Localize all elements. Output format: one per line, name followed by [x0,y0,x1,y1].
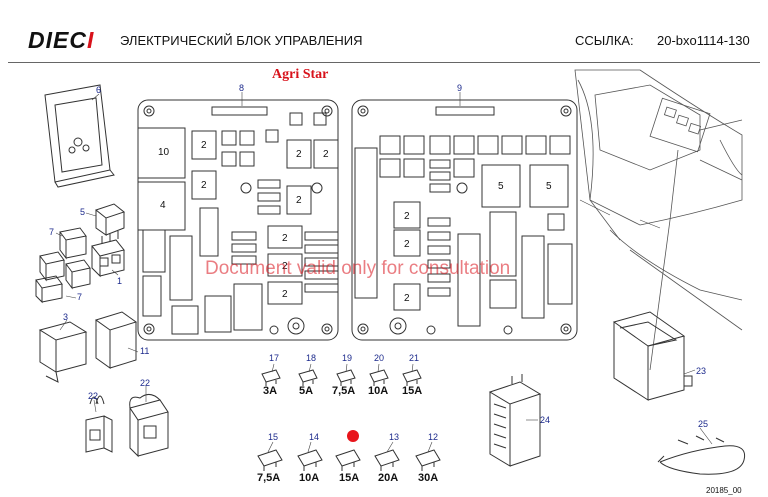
relay-label-2c: 2 [296,149,302,160]
fuse-number: 21 [409,353,420,363]
harness-25 [657,435,746,475]
relay-label-5a: 5 [498,181,504,192]
callout-24: 24 [540,415,551,425]
relay-label-2h: 2 [282,289,288,300]
page-title: ЭЛЕКТРИЧЕСКИЙ БЛОК УПРАВЛЕНИЯ [120,33,363,48]
fuse-holder-7 [35,227,91,304]
relay-label-2b: 2 [201,180,207,191]
dieci-logo: DIECI [28,27,95,53]
fuse-rating: 15A [402,385,423,397]
left-fusebox [137,99,339,341]
fuse-rating: 7,5A [257,472,281,484]
fuse-rating: 15A [339,472,360,484]
module-11 [94,311,138,369]
fuse-rating: 5A [299,385,314,397]
relay-label-2j: 2 [404,239,410,250]
connector-22-b [129,394,169,458]
fuse-rating: 30A [418,472,439,484]
relay-label-2g: 2 [282,261,288,272]
reference-value: 20-bxo1114-130 [657,33,750,48]
fuse-block-24 [488,374,542,467]
header: DIECI ЭЛЕКТРИЧЕСКИЙ БЛОК УПРАВЛЕНИЯ ССЫЛ… [0,0,768,66]
relay-label-2a: 2 [201,140,207,151]
fuses-row2 [257,449,441,471]
model-name: Agri Star [272,67,329,82]
fuse-rating: 3A [263,385,278,397]
cab-illustration [574,69,743,371]
fuse-number: 20 [374,353,385,363]
relay-socket-1 [91,239,125,278]
fuses-row1 [261,369,422,386]
right-fusebox [351,99,578,341]
callout-8: 8 [239,83,245,93]
relay-label-2e: 2 [296,195,302,206]
callout-11: 11 [140,346,150,356]
fuse-number: 18 [306,353,317,363]
fuse-rating: 20A [378,472,399,484]
relay-label-10: 10 [158,147,170,158]
fuse-number: 14 [309,432,320,442]
callout-25: 25 [698,419,709,429]
fuse-rating: 10A [299,472,320,484]
leader-lines [55,92,713,453]
callout-3: 3 [63,312,69,322]
logo-accent-letter: I [86,27,95,53]
fuse-number: 12 [428,432,439,442]
fuse-number: 13 [389,432,400,442]
callout-7a: 7 [49,227,55,237]
fuse-number: 19 [342,353,353,363]
relay-label-2i: 2 [404,211,410,222]
ecu-module-23 [612,311,693,401]
callout-1: 1 [117,276,123,286]
relay-label-2d: 2 [323,149,329,160]
fuse-rating: 10A [368,385,389,397]
callout-6: 6 [96,85,102,95]
fuse-rating: 7,5A [332,385,356,397]
relay-3 [38,321,88,383]
reference-label: ССЫЛКА: [575,33,634,48]
highlight-dot-icon[interactable] [347,430,359,442]
callout-7b: 7 [77,292,83,302]
callout-5: 5 [80,207,86,217]
callout-22a: 22 [88,391,99,401]
watermark: Document valid only for consultation [205,258,511,279]
loose-components [35,84,169,458]
control-panel-6 [44,84,115,188]
connector-22-a [85,395,113,453]
header-divider [8,62,760,63]
relay-label-2f: 2 [282,233,288,244]
callout-23: 23 [696,366,707,376]
relay-label-4: 4 [160,200,166,211]
fuse-number: 15 [268,432,279,442]
callout-9: 9 [457,83,463,93]
callout-22b: 22 [140,378,151,388]
drawing-code: 20185_00 [706,486,742,495]
relay-label-5b: 5 [546,181,552,192]
fuse-number: 17 [269,353,280,363]
relay-5 [94,203,126,244]
relay-label-2k: 2 [404,293,410,304]
